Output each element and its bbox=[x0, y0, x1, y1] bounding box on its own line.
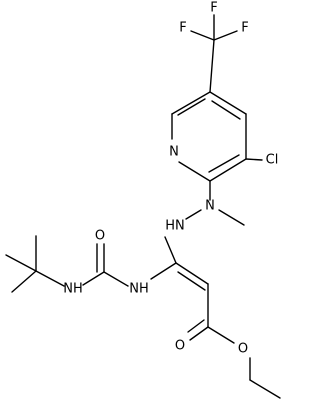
structure-drawing: F F F N Cl N HN NH NH O O O bbox=[5, 1, 281, 399]
acrylate-chain bbox=[175, 262, 281, 399]
urea-group bbox=[82, 243, 177, 287]
hydrazine-nh-label: HN bbox=[165, 219, 185, 234]
methyl-nitrogen-label: N bbox=[205, 199, 215, 214]
molecule-diagram: F F F N Cl N HN NH NH O O O bbox=[5, 1, 281, 399]
urea-nh-right-label: NH bbox=[129, 282, 149, 297]
carbonyl-oxygen-label: O bbox=[175, 339, 185, 354]
fluorine-left-label: F bbox=[179, 21, 186, 36]
ester-oxygen-label: O bbox=[238, 342, 248, 357]
pyridine-ring bbox=[171, 91, 247, 182]
urea-oxygen-label: O bbox=[95, 229, 105, 244]
trifluoromethyl-group bbox=[190, 14, 238, 93]
fluorine-right-label: F bbox=[241, 21, 248, 36]
fluorine-top-label: F bbox=[210, 1, 217, 16]
chlorine-label: Cl bbox=[266, 153, 279, 168]
c-cl-bond bbox=[245, 158, 263, 161]
pyridine-nitrogen-label: N bbox=[169, 145, 179, 160]
urea-nh-left-label: NH bbox=[63, 282, 83, 297]
tert-butyl-group bbox=[5, 235, 65, 293]
hydrazine-linkage bbox=[164, 180, 245, 264]
